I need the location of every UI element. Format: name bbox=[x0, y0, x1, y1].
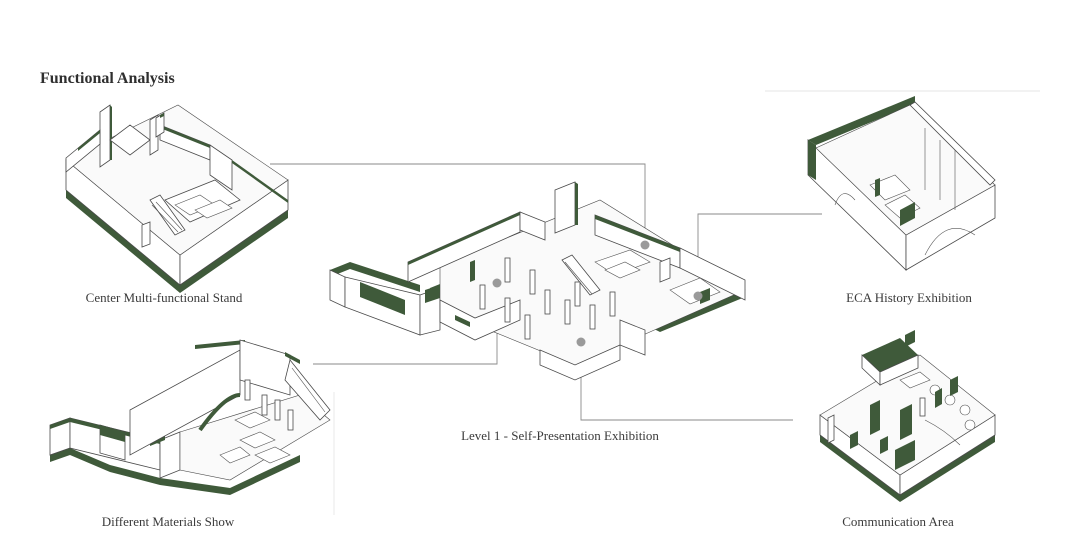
page-title: Functional Analysis bbox=[40, 70, 175, 87]
label-eca-history: ECA History Exhibition bbox=[846, 290, 972, 305]
level1-model bbox=[329, 181, 746, 381]
eca-history-model bbox=[807, 96, 996, 271]
location-markers bbox=[492, 240, 703, 347]
label-communication: Communication Area bbox=[842, 514, 954, 529]
label-center-stand: Center Multi-functional Stand bbox=[85, 290, 243, 305]
communication-model bbox=[819, 330, 996, 502]
marker-eca-history bbox=[693, 291, 703, 301]
center-stand-model bbox=[65, 104, 289, 293]
marker-center-stand bbox=[640, 240, 650, 250]
label-materials: Different Materials Show bbox=[101, 514, 235, 529]
materials-model bbox=[49, 339, 331, 495]
marker-communication bbox=[576, 337, 586, 347]
label-level1: Level 1 - Self-Presentation Exhibition bbox=[461, 428, 659, 443]
marker-materials bbox=[492, 278, 502, 288]
